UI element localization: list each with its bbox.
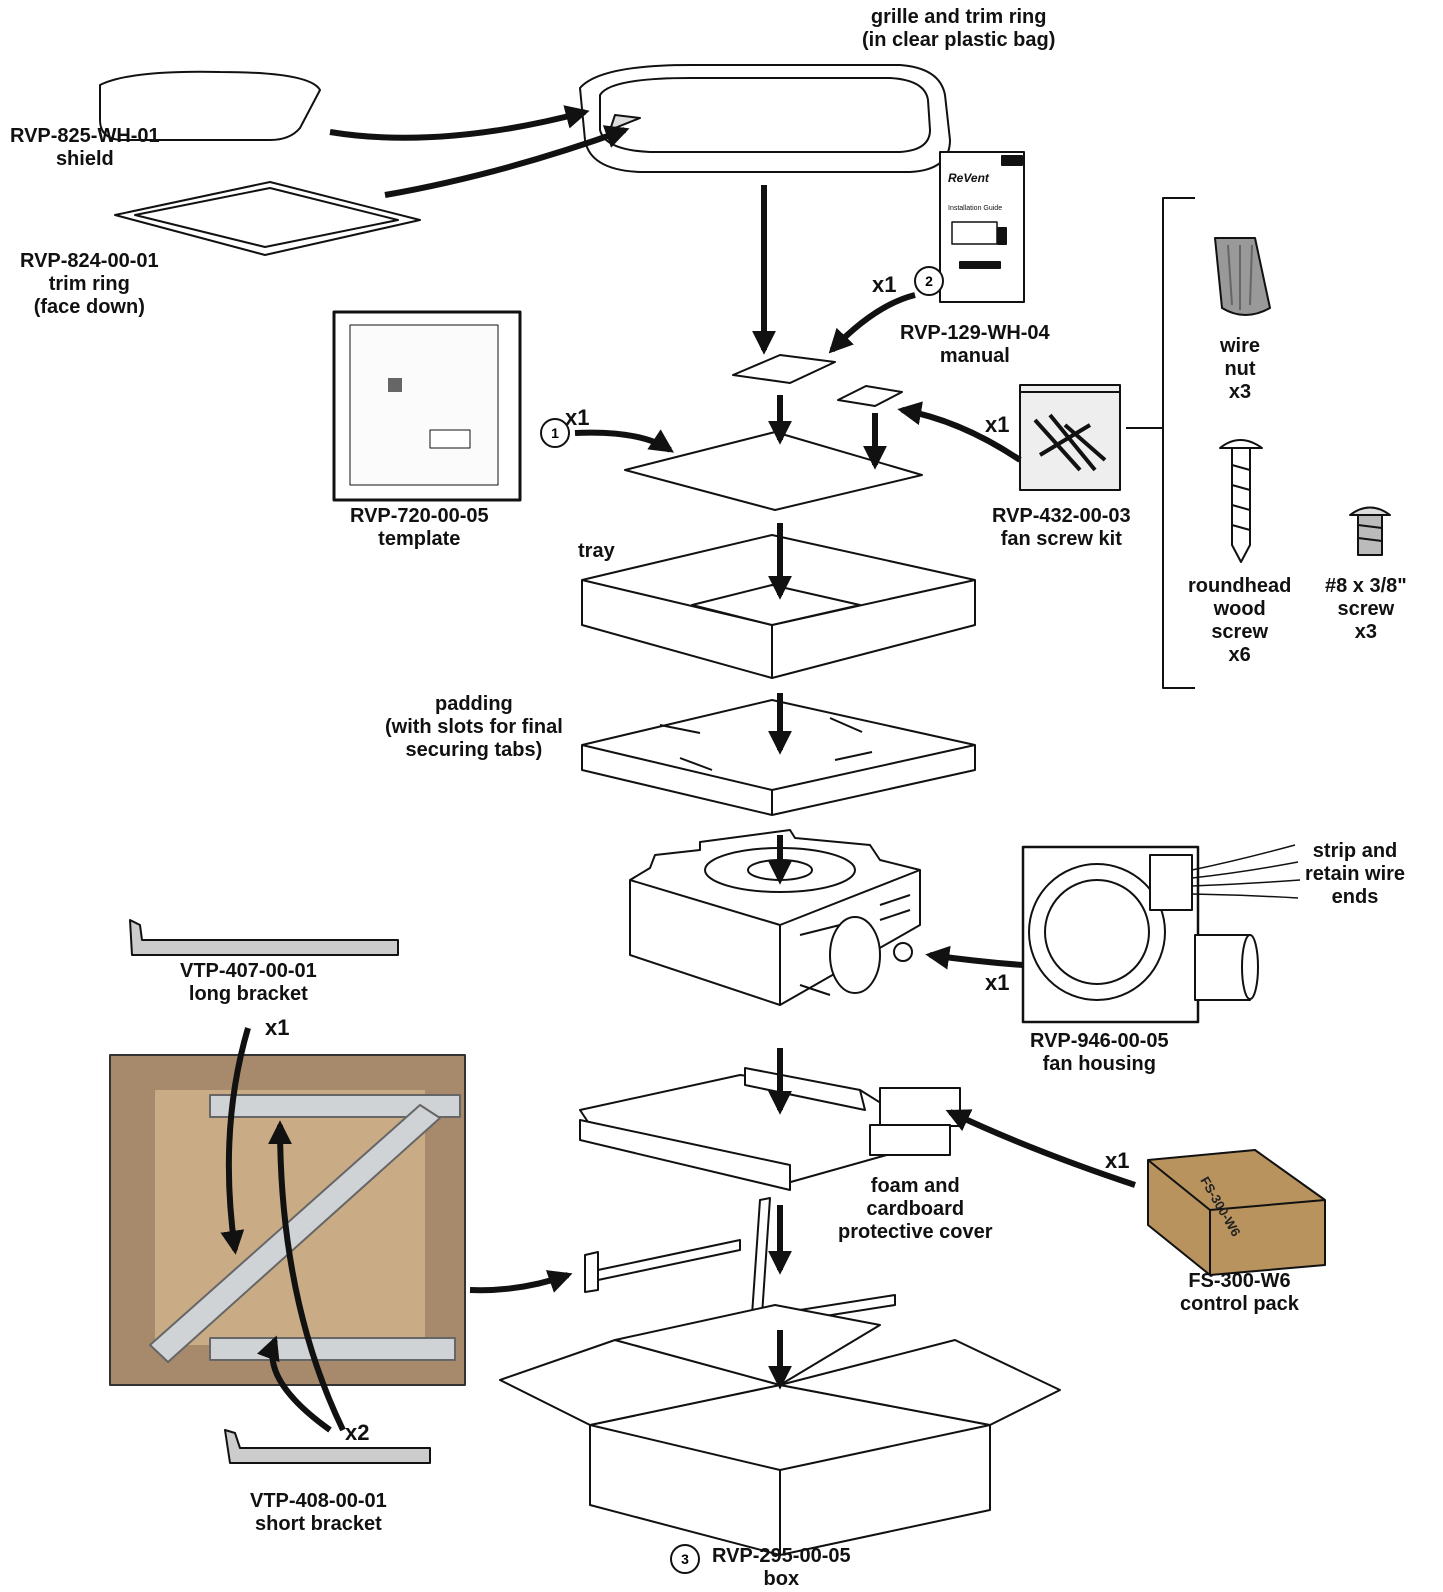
manual-qty: x1 — [872, 272, 897, 297]
control-pack-part: FS-300-W6 — [1147, 1149, 1326, 1276]
arrow-manual — [828, 292, 916, 354]
control-pack-qty: x1 — [1105, 1148, 1130, 1173]
machine-screw-part — [1349, 506, 1391, 556]
arrow-photo-to-box — [469, 1270, 573, 1294]
arrow-long-bracket — [220, 1027, 251, 1255]
wood-screw-part — [1219, 439, 1263, 563]
step-1-badge: 1 — [540, 418, 570, 448]
arrow-shield — [329, 105, 590, 141]
template-sheet — [624, 431, 923, 511]
step-3-badge: 3 — [670, 1544, 700, 1574]
manual-part: ReVent Installation Guide — [939, 151, 1025, 303]
arrow-trim-ring — [384, 125, 630, 198]
long-bracket-part — [129, 919, 399, 956]
arrow-fan-housing — [925, 945, 1024, 970]
template-qty: x1 — [565, 405, 590, 430]
fan-housing-qty: x1 — [985, 970, 1010, 995]
grille-part — [579, 64, 951, 173]
screw-kit-bracket — [1162, 197, 1195, 689]
manual-title: Installation Guide — [948, 205, 1002, 212]
manual-brand: ReVent — [948, 171, 990, 185]
arrow-template — [574, 429, 674, 453]
step-2-badge: 2 — [914, 266, 944, 296]
shield-part — [99, 70, 321, 141]
long-bracket-qty: x1 — [265, 1015, 290, 1040]
wire-nut-part — [1214, 237, 1271, 316]
manual-sheet — [732, 354, 836, 384]
tray-part — [581, 534, 976, 679]
padding-part — [581, 699, 976, 816]
trim-ring-part — [114, 181, 421, 256]
tray-label: tray — [578, 540, 615, 562]
screw-kit-bag — [1019, 384, 1121, 491]
arrow-short-bracket-2 — [268, 1120, 346, 1432]
template-part — [332, 310, 522, 502]
short-bracket-part — [224, 1429, 431, 1464]
screw-kit-qty: x1 — [985, 412, 1010, 437]
arrow-control-pack — [945, 1109, 1136, 1188]
arrow-screw-kit — [897, 401, 1022, 463]
protective-cover-part — [579, 1067, 961, 1191]
grille-label: grille and trim ring(in clear plastic ba… — [862, 6, 1056, 51]
arrow-short-bracket-1 — [257, 1335, 332, 1433]
foam-insert-part — [629, 829, 921, 1006]
small-sheet — [837, 385, 903, 407]
fan-housing-part — [1021, 844, 1301, 1024]
short-bracket-qty: x2 — [345, 1420, 370, 1445]
